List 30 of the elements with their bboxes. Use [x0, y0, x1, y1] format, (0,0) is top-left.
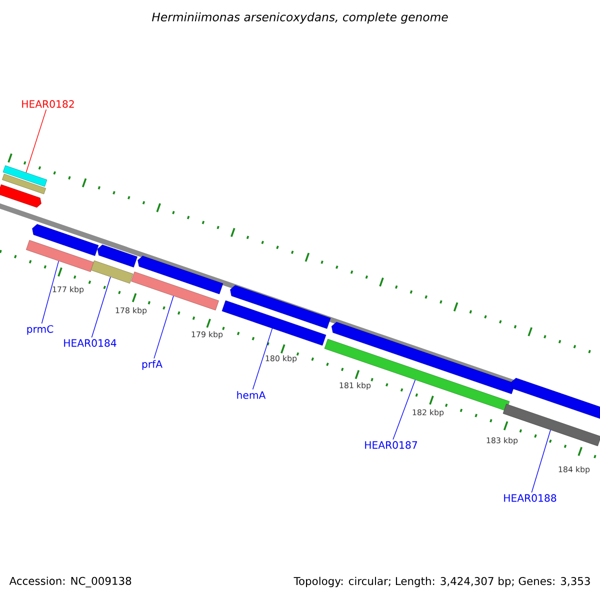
leader-line	[91, 276, 111, 338]
gene-label: hemA	[237, 391, 266, 399]
gene-label: HEAR0187	[365, 441, 417, 449]
gene-bar	[331, 322, 516, 394]
gene-bar	[2, 174, 46, 194]
gene-label: HEAR0182	[22, 100, 74, 108]
gene-bar	[97, 244, 138, 268]
gene-bar	[2, 165, 48, 187]
gene-bar	[502, 404, 600, 446]
gene-label: prfA	[142, 360, 162, 370]
gene-bar	[90, 260, 134, 284]
leader-line	[41, 260, 59, 324]
leader-line	[154, 296, 174, 359]
gene-bar	[222, 300, 326, 346]
leader-line	[26, 109, 47, 173]
accession-text: Accession: NC_009138	[9, 576, 132, 588]
gene-bar	[138, 256, 224, 294]
leader-line	[531, 430, 551, 493]
gene-label: HEAR0184	[64, 339, 116, 347]
leader-line	[392, 380, 416, 440]
gene-bar	[32, 224, 99, 256]
gene-bar	[26, 240, 94, 272]
gene-label: HEAR0188	[504, 494, 556, 502]
gene-label: prmC	[27, 325, 54, 335]
gene-bar	[230, 285, 331, 329]
gene-bar	[511, 378, 600, 420]
leader-line	[252, 328, 273, 390]
gene-bar	[0, 184, 42, 208]
genome-info-text: Topology: circular; Length: 3,424,307 bp; Genes: 3,353	[294, 576, 590, 588]
title: Herminiimonas arsenicoxydans, complete genome	[152, 12, 448, 24]
